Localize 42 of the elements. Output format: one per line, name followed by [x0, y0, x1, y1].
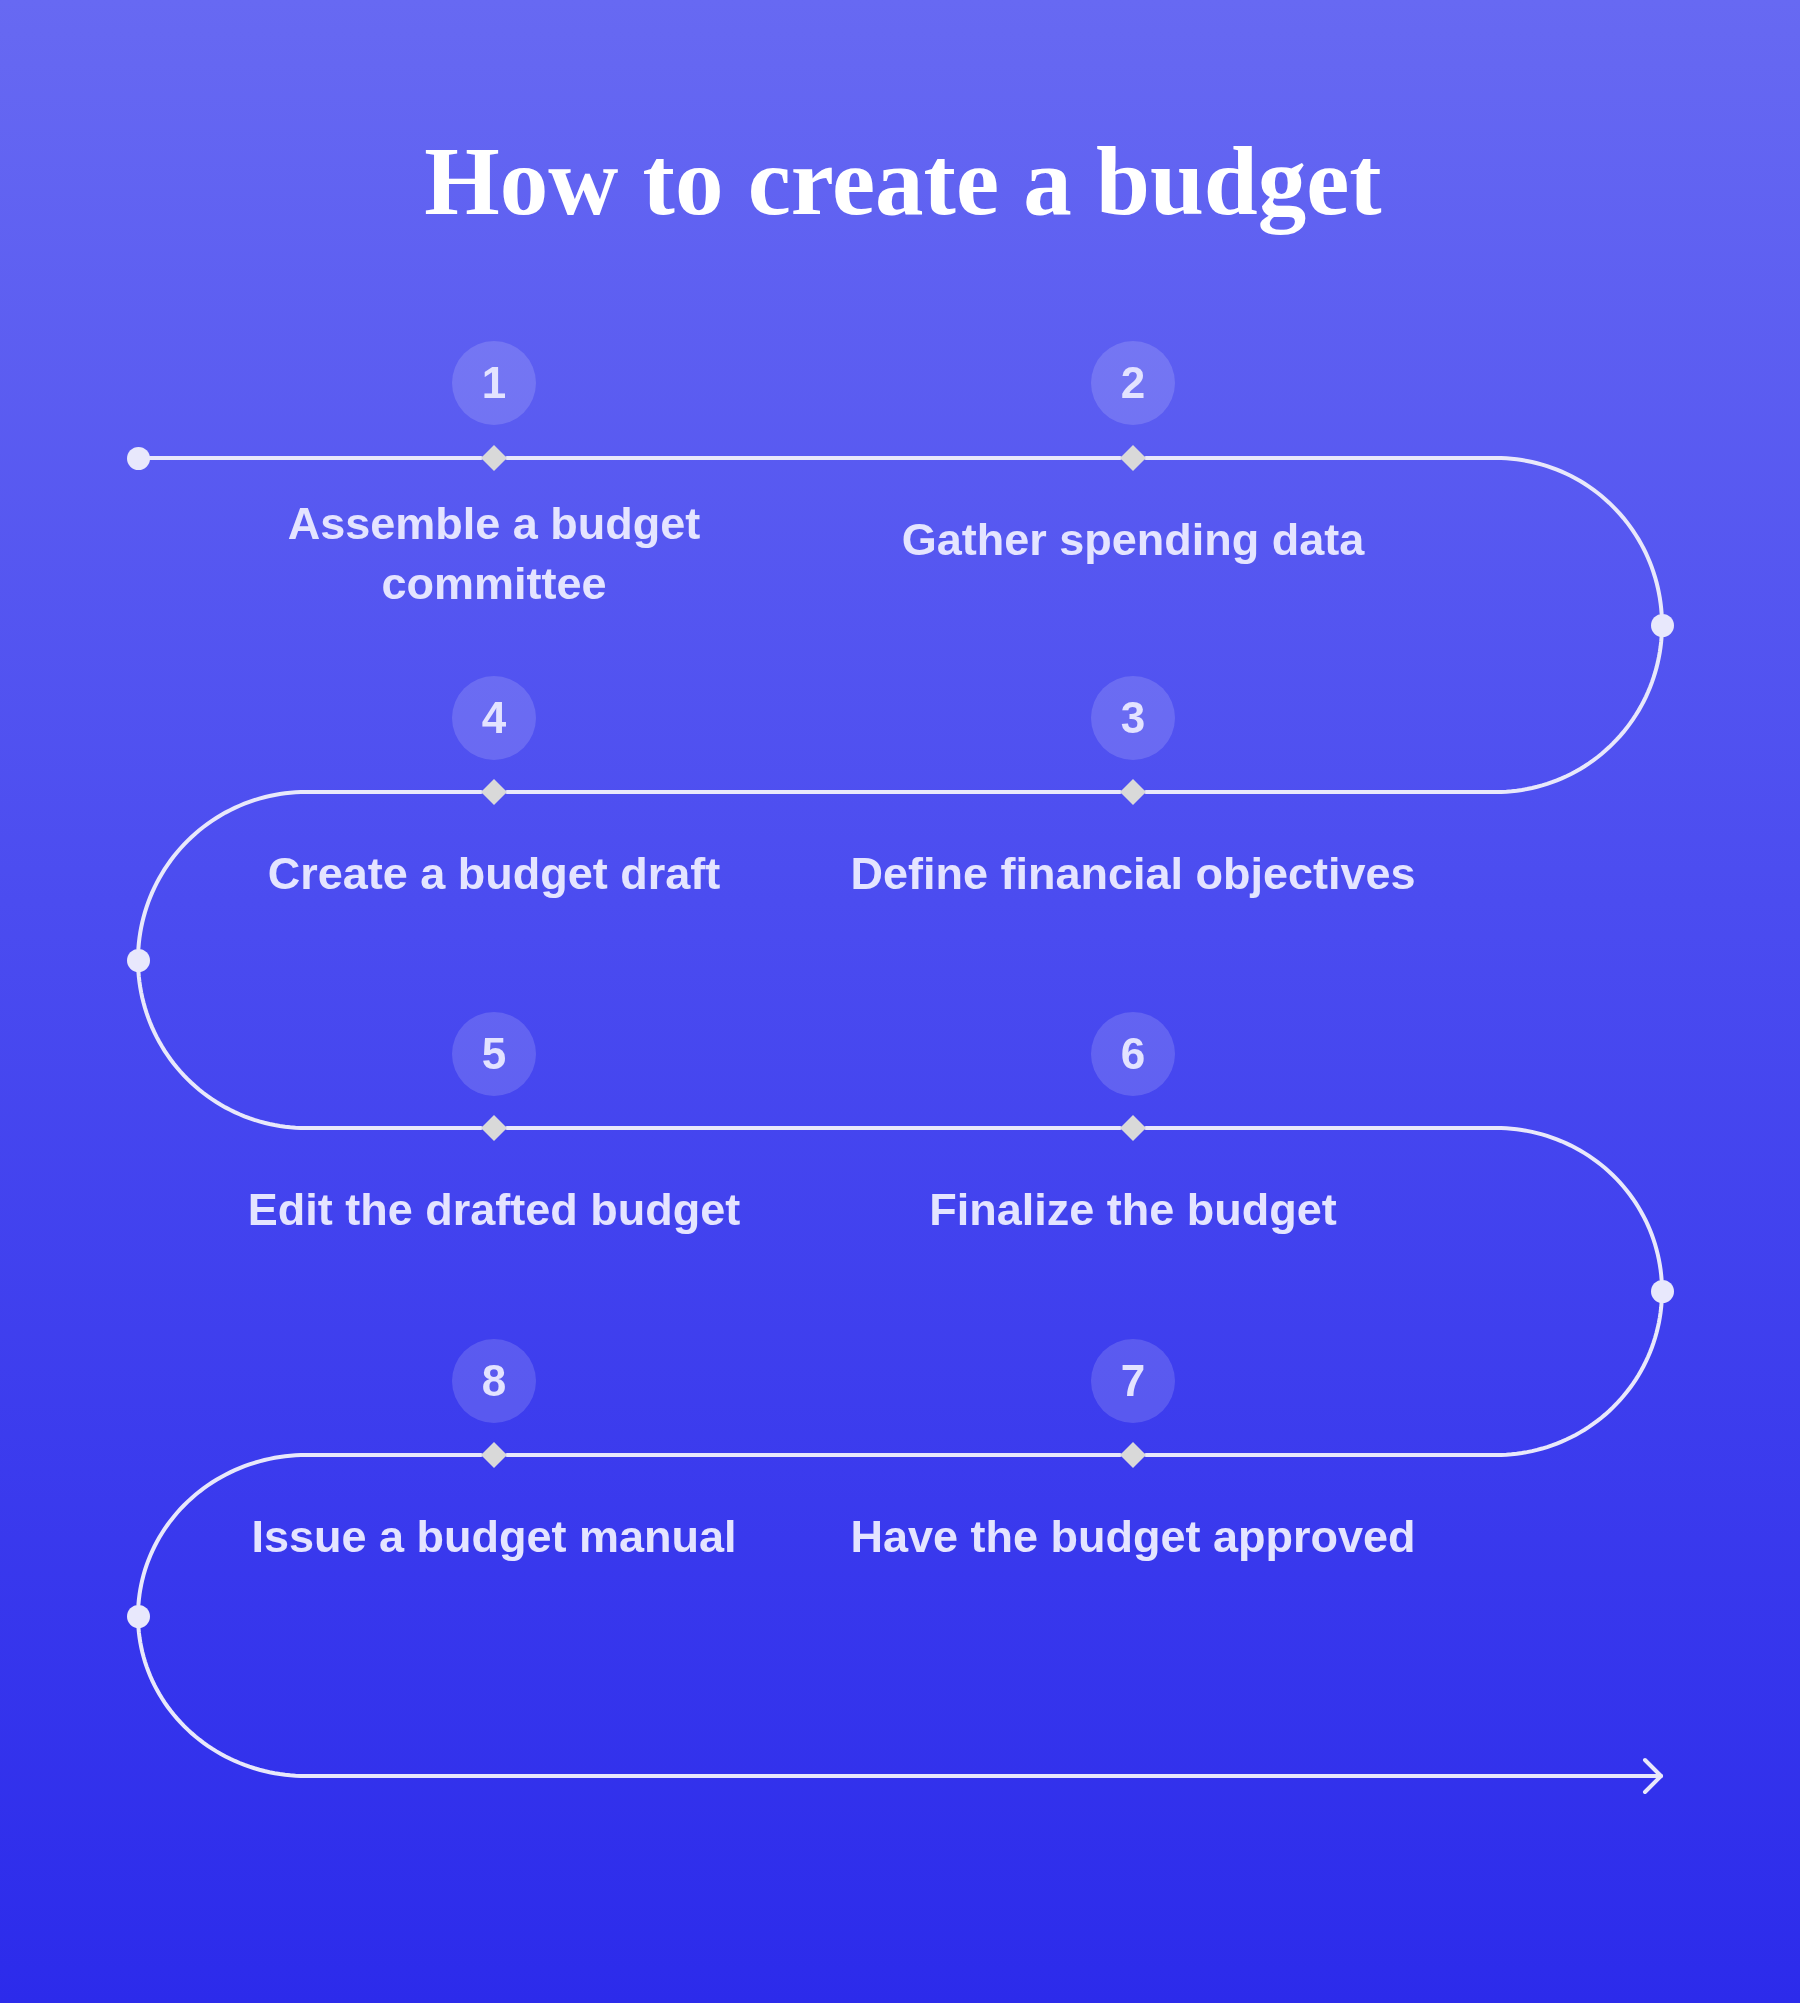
step-label: Define financial objectives — [849, 847, 1417, 901]
step-label: Assemble a budget committee — [286, 497, 702, 611]
step-label: Edit the drafted budget — [246, 1183, 742, 1237]
step-number-badge: 5 — [452, 1012, 536, 1096]
step-label: Have the budget approved — [849, 1510, 1417, 1564]
step-label: Create a budget draft — [266, 847, 722, 901]
step-label: Gather spending data — [900, 513, 1366, 567]
timeline-line — [136, 969, 483, 1130]
step-label: Finalize the budget — [928, 1183, 1338, 1237]
timeline-line — [1144, 456, 1664, 616]
diamond-marker — [1120, 1115, 1146, 1141]
timeline-line — [505, 790, 1122, 794]
path-dot — [126, 1604, 150, 1628]
step-label: Issue a budget manual — [250, 1510, 738, 1564]
diamond-marker — [1120, 1442, 1146, 1468]
timeline-line — [505, 456, 1122, 460]
step-number-badge: 8 — [452, 1339, 536, 1423]
diamond-marker — [481, 1442, 507, 1468]
timeline-line — [136, 1453, 483, 1607]
path-dot — [1650, 1279, 1674, 1303]
step-number-badge: 4 — [452, 676, 536, 760]
diamond-marker — [481, 1115, 507, 1141]
timeline-arrow — [136, 1625, 1663, 1794]
step-number-badge: 3 — [1091, 676, 1175, 760]
diamond-marker — [1120, 445, 1146, 471]
diamond-marker — [481, 779, 507, 805]
title: How to create a budget — [424, 127, 1382, 237]
step-number-badge: 7 — [1091, 1339, 1175, 1423]
step-number-badge: 2 — [1091, 341, 1175, 425]
timeline-line — [1144, 1126, 1664, 1282]
timeline-line — [505, 1453, 1122, 1457]
timeline-line — [1144, 634, 1664, 794]
step-number-badge: 1 — [452, 341, 536, 425]
timeline-line — [136, 790, 483, 951]
path-dot — [126, 948, 150, 972]
path-dot — [126, 446, 150, 470]
step-number-badge: 6 — [1091, 1012, 1175, 1096]
timeline-line — [505, 1126, 1122, 1130]
diamond-marker — [481, 445, 507, 471]
diamond-marker — [1120, 779, 1146, 805]
path-dot — [1650, 613, 1674, 637]
timeline-line — [1144, 1300, 1664, 1457]
